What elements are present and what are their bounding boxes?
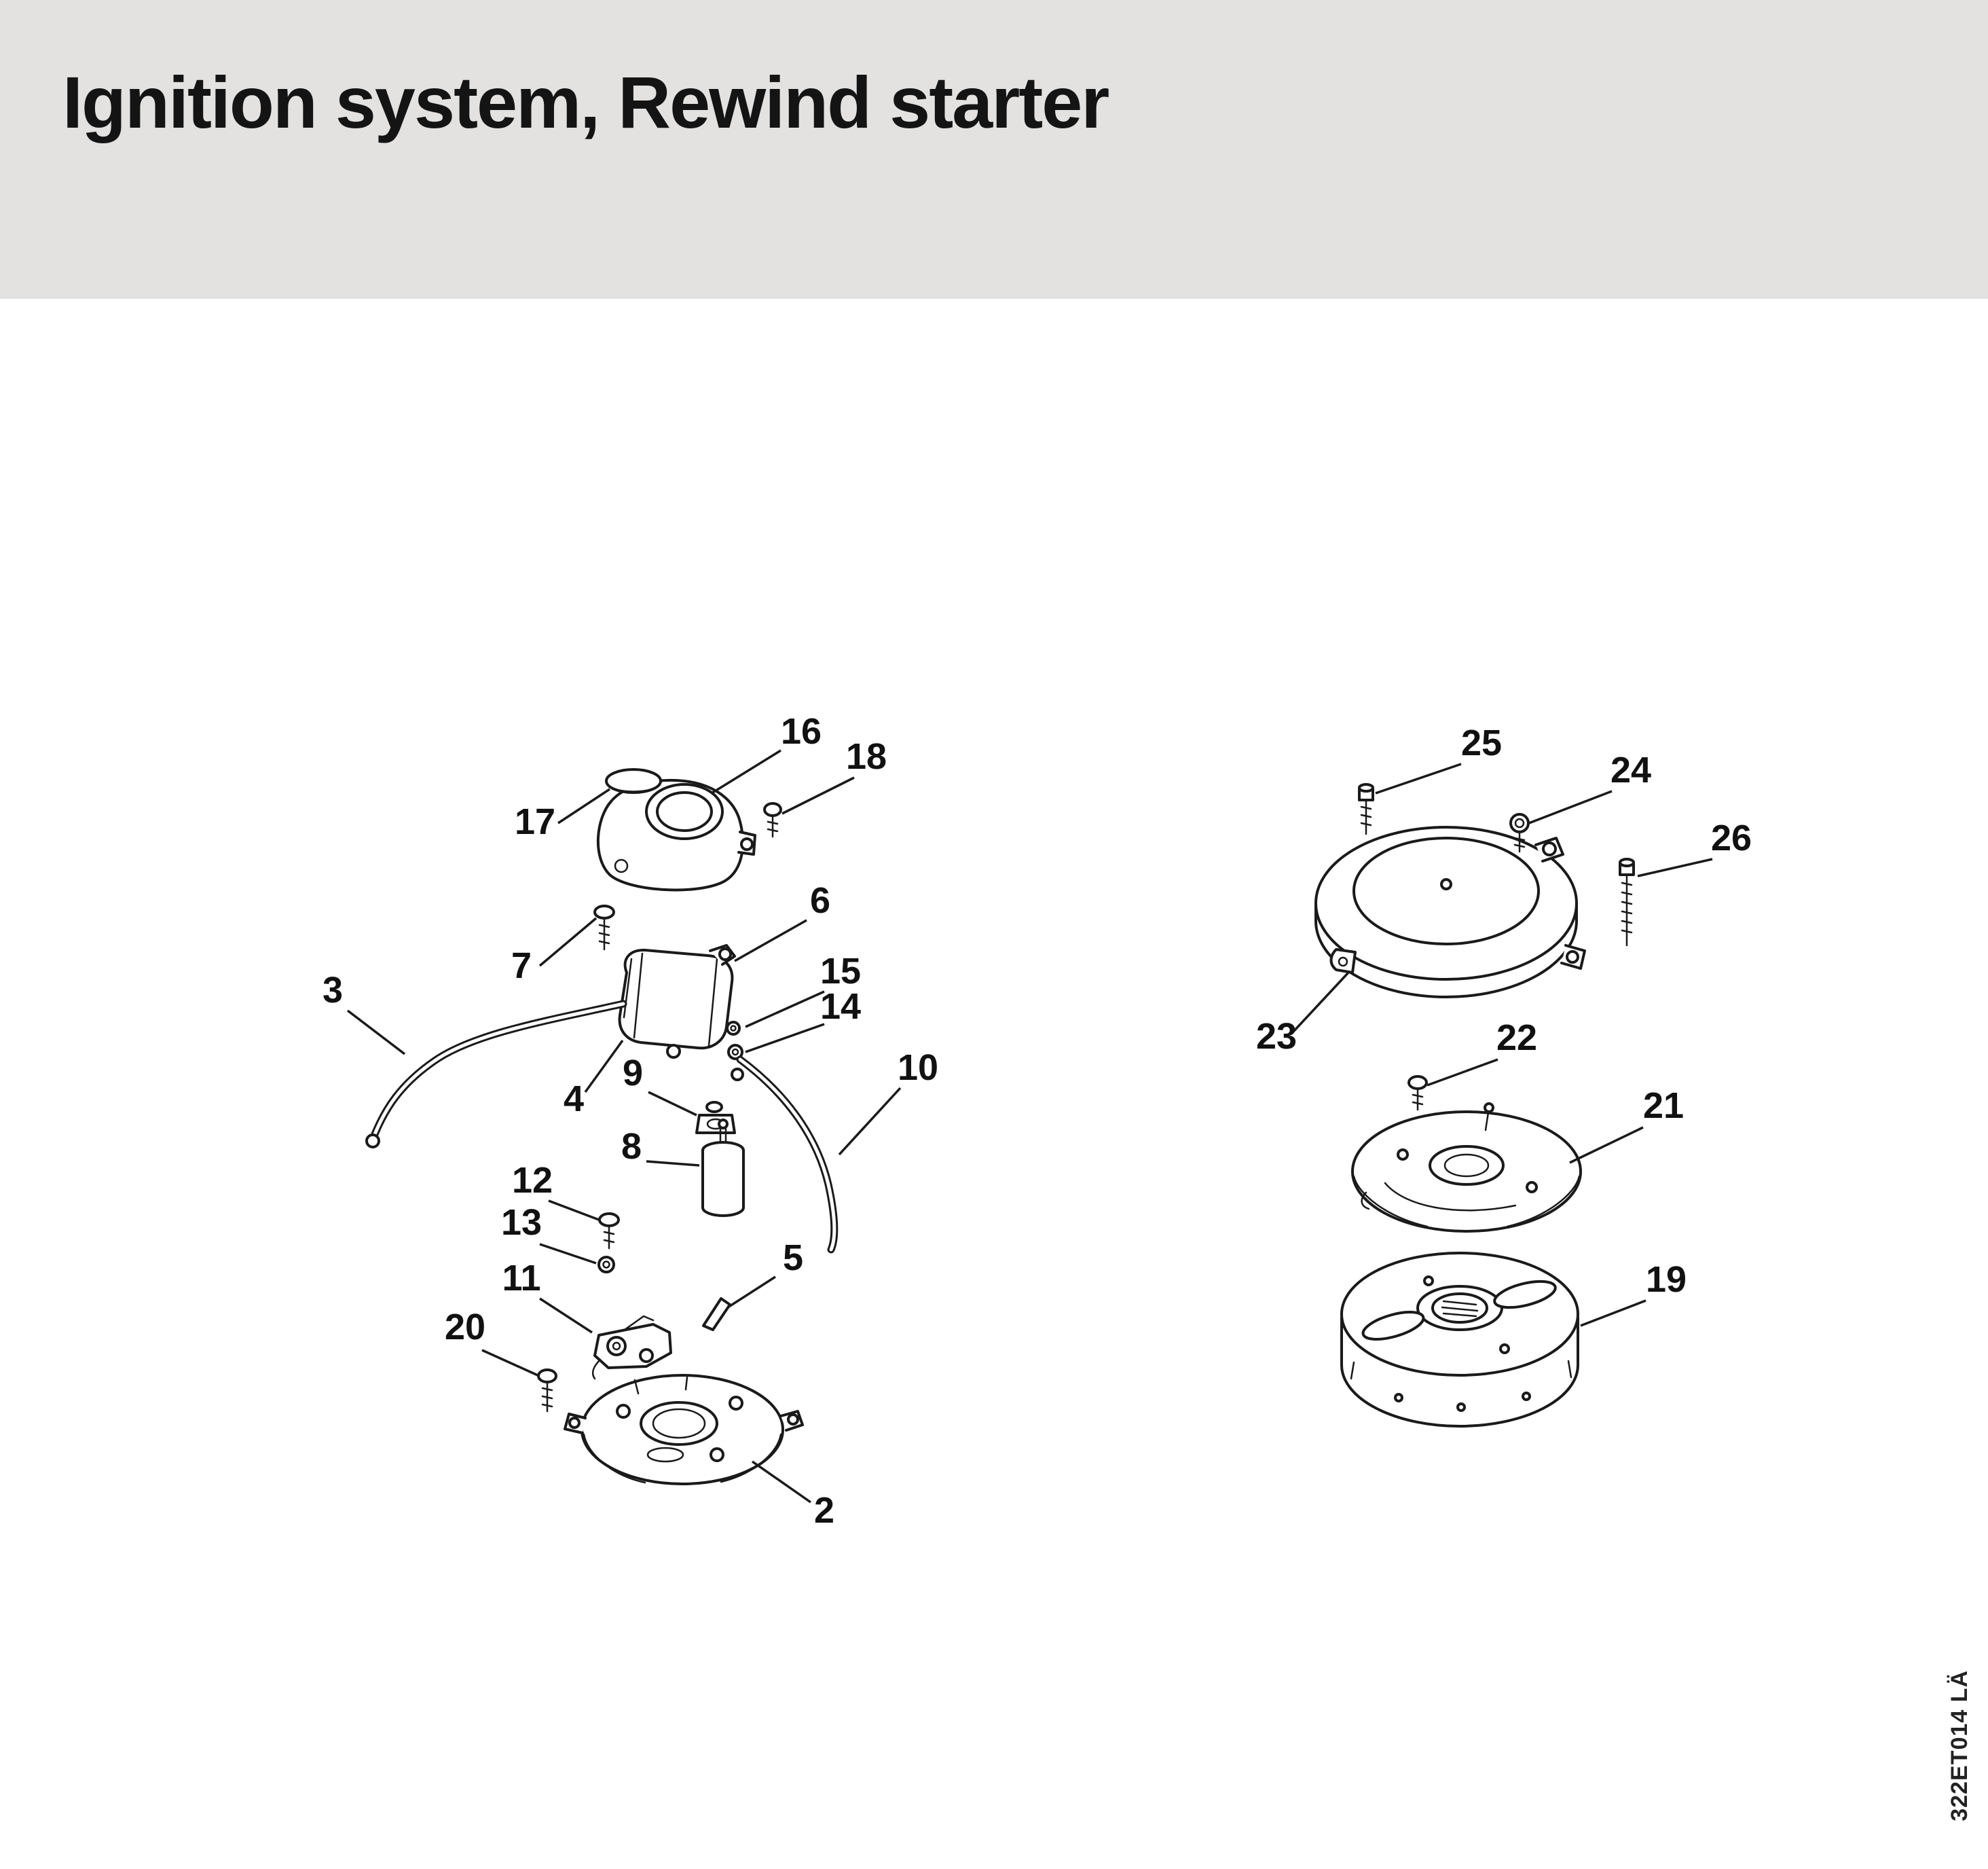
callout-19: 19 [1646,1259,1687,1300]
ignition-system-diagram: 16 18 17 6 7 15 14 3 4 9 10 8 12 13 5 11… [323,711,938,1531]
callout-26: 26 [1711,818,1752,858]
flywheel [1340,1252,1579,1428]
housing-and-cap [597,768,756,892]
screw-18 [763,802,782,838]
header-band [0,0,1988,299]
callout-14: 14 [820,986,861,1027]
callout-10: 10 [898,1047,938,1088]
callout-11: 11 [502,1258,540,1299]
callout-17: 17 [515,801,555,842]
callout-23: 23 [1256,1016,1297,1057]
leader-lines-right [1291,763,1713,1327]
spark-plug-wire [365,1000,627,1148]
callout-2: 2 [814,1490,834,1531]
callout-25: 25 [1461,723,1502,763]
callout-9: 9 [623,1053,643,1093]
callout-8: 8 [621,1126,642,1167]
illustration-code: 322ET014 LÄ [1947,1670,1972,1821]
screw-12-washer-13 [597,1212,620,1273]
callout-22: 22 [1496,1017,1537,1058]
screw-24 [1509,813,1530,853]
callout-20: 20 [445,1307,485,1347]
callouts-left: 16 18 17 6 7 15 14 3 4 9 10 8 12 13 5 11… [323,711,938,1531]
clamp-bracket [695,1101,736,1134]
screw-25 [1358,783,1374,835]
callouts-right: 25 24 26 23 22 21 19 [1256,723,1752,1300]
callout-6: 6 [810,880,830,921]
screw-20 [537,1368,557,1413]
washer-stack [726,1021,744,1081]
starter-cover [1314,826,1586,998]
callout-18: 18 [846,736,887,777]
condenser [701,1119,745,1217]
rewind-starter-diagram: 25 24 26 23 22 21 19 [1256,723,1752,1428]
callout-7: 7 [511,945,532,986]
short-lead-wire [736,1055,839,1254]
callout-12: 12 [512,1160,553,1201]
callout-4: 4 [564,1078,584,1119]
callout-13: 13 [501,1202,542,1243]
base-plate [564,1374,804,1485]
breaker-lever [702,1297,731,1331]
callout-16: 16 [781,711,822,752]
screw-26 [1619,858,1635,947]
callout-15: 15 [820,951,861,992]
page-title: Ignition system, Rewind starter [62,61,1109,143]
callout-5: 5 [783,1237,803,1278]
ignition-coil [618,944,736,1059]
rope-rotor [1351,1102,1582,1233]
screw-22 [1407,1075,1428,1111]
callout-21: 21 [1643,1085,1684,1126]
callout-24: 24 [1610,750,1651,791]
screw-7 [593,905,615,951]
leader-lines-left [346,749,902,1504]
contact-breaker [592,1315,672,1380]
callout-3: 3 [323,970,343,1011]
